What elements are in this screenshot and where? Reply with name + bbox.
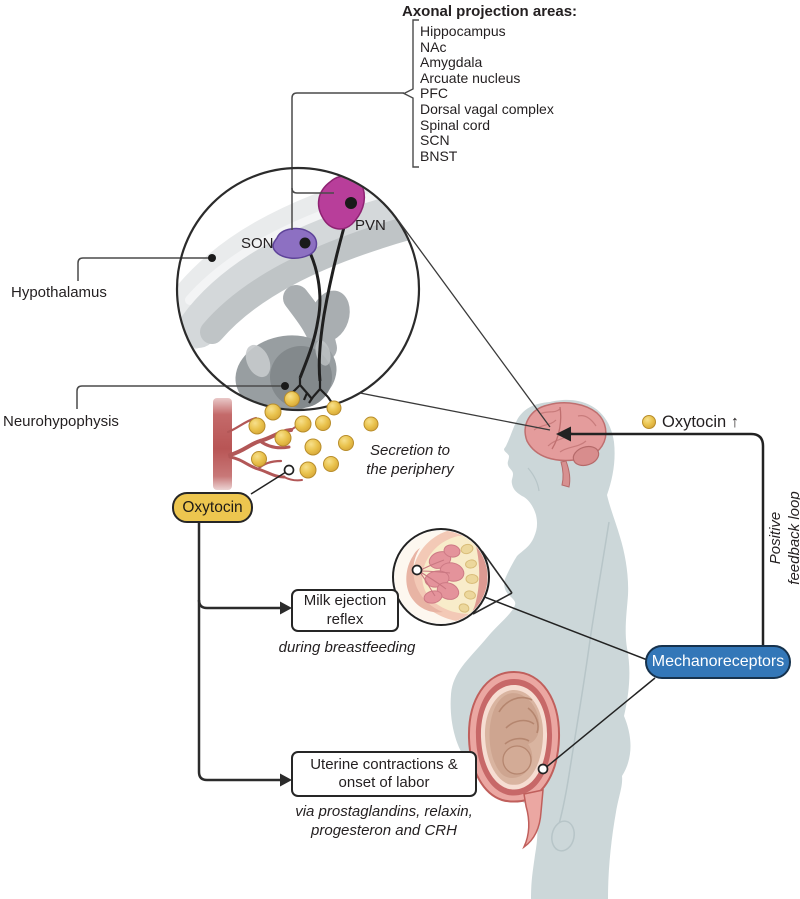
uterine-box-line1: Uterine contractions & [310,755,458,773]
blood-vessel [213,398,309,490]
axonal-list-bracket [402,19,419,168]
neurohypophysis-label: Neurohypophysis [3,413,119,430]
oxytocin-up-label: Oxytocin ↑ [662,413,739,432]
milk-box-line2: reflex [326,610,364,628]
milk-box-line1: Milk ejection [303,592,387,609]
hand [551,820,575,852]
molecule-marker [283,464,295,476]
oxytocin-up-dot [642,415,656,429]
pvn-nucleus [317,175,366,230]
hypothalamus-label: Hypothalamus [11,284,107,301]
magnifier-cone-line-upper [481,550,513,594]
cervix-marker [537,763,549,775]
neurohypophysis-leader [76,382,289,409]
breast-inset-ring [392,528,490,626]
hypothalamus-inset-ring [175,166,421,412]
uterine-contractions-box: Uterine contractions & onset of labor [291,751,477,797]
list-item-scn: SCN [420,132,450,149]
list-item-nac: NAc [420,38,447,55]
son-nucleus [272,227,318,260]
milk-arrowhead [280,601,292,615]
feedback-line1: Positive [767,511,784,565]
hypothalamus-inset [76,92,421,412]
axonal-projection-list: Hippocampus NAc Amygdala Arcuate nucleus… [420,23,554,164]
axonal-leader-lines [291,92,404,230]
secretion-line1: Secretion to [369,442,451,459]
breast-inset [392,528,513,626]
list-item-hippocampus: Hippocampus [420,23,506,39]
oxytocin-badge-label: Oxytocin [182,498,243,516]
jaw-contour [527,467,540,492]
positive-feedback-label: Positive feedback loop [766,458,800,618]
feedback-loop-path [556,415,765,645]
cervix-canal [522,789,544,850]
list-item-bnst: BNST [420,147,458,164]
uterine-arrowhead [280,773,292,787]
uterus-fetus-illustration [467,670,561,850]
list-item-dorsal-vagal-complex: Dorsal vagal complex [420,100,554,117]
mechanoreceptor-cervix-line [543,677,656,770]
inset-to-brain-lines [359,219,551,431]
oxytocin-callout [250,464,295,495]
oxytocin-up-text: Oxytocin [662,413,727,431]
uterine-box-line2: onset of labor [338,774,430,791]
oxytocin-badge: Oxytocin [172,492,253,523]
uterine-note-line1: via prostaglandins, relaxin, [295,803,473,820]
feedback-line2: feedback loop [786,491,800,585]
secretion-caption: Secretion to the periphery [340,441,480,479]
axonal-projection-title: Axonal projection areas: [402,3,578,20]
list-item-amygdala: Amygdala [420,54,483,71]
oxytocin-molecule-dots [248,391,379,479]
hypothalamus-leader [77,254,216,281]
secretion-line2: the periphery [366,461,454,478]
son-label: SON [241,235,274,252]
list-item-arcuate-nucleus: Arcuate nucleus [420,69,521,86]
mechanoreceptors-badge-label: Mechanoreceptors [651,653,785,670]
mechanoreceptors-badge: Mechanoreceptors [645,645,791,679]
nipple-marker [411,564,423,576]
uterine-note: via prostaglandins, relaxin, progesteron… [283,802,485,840]
uterine-note-line2: progesteron and CRH [311,822,457,839]
feedback-arrowhead [556,426,571,442]
breastfeeding-note: during breastfeeding [278,639,416,656]
list-item-spinal-cord: Spinal cord [420,116,491,133]
pvn-label: PVN [355,217,386,234]
oxytocin-flow-lines [197,523,292,787]
magnifier-cone-line-lower [472,592,513,615]
list-item-pfc: PFC [420,85,448,102]
arm-contour [556,521,610,832]
up-arrow-icon: ↑ [730,413,740,431]
milk-ejection-box: Milk ejection reflex [291,589,399,632]
oxytocin-axons [298,202,353,382]
